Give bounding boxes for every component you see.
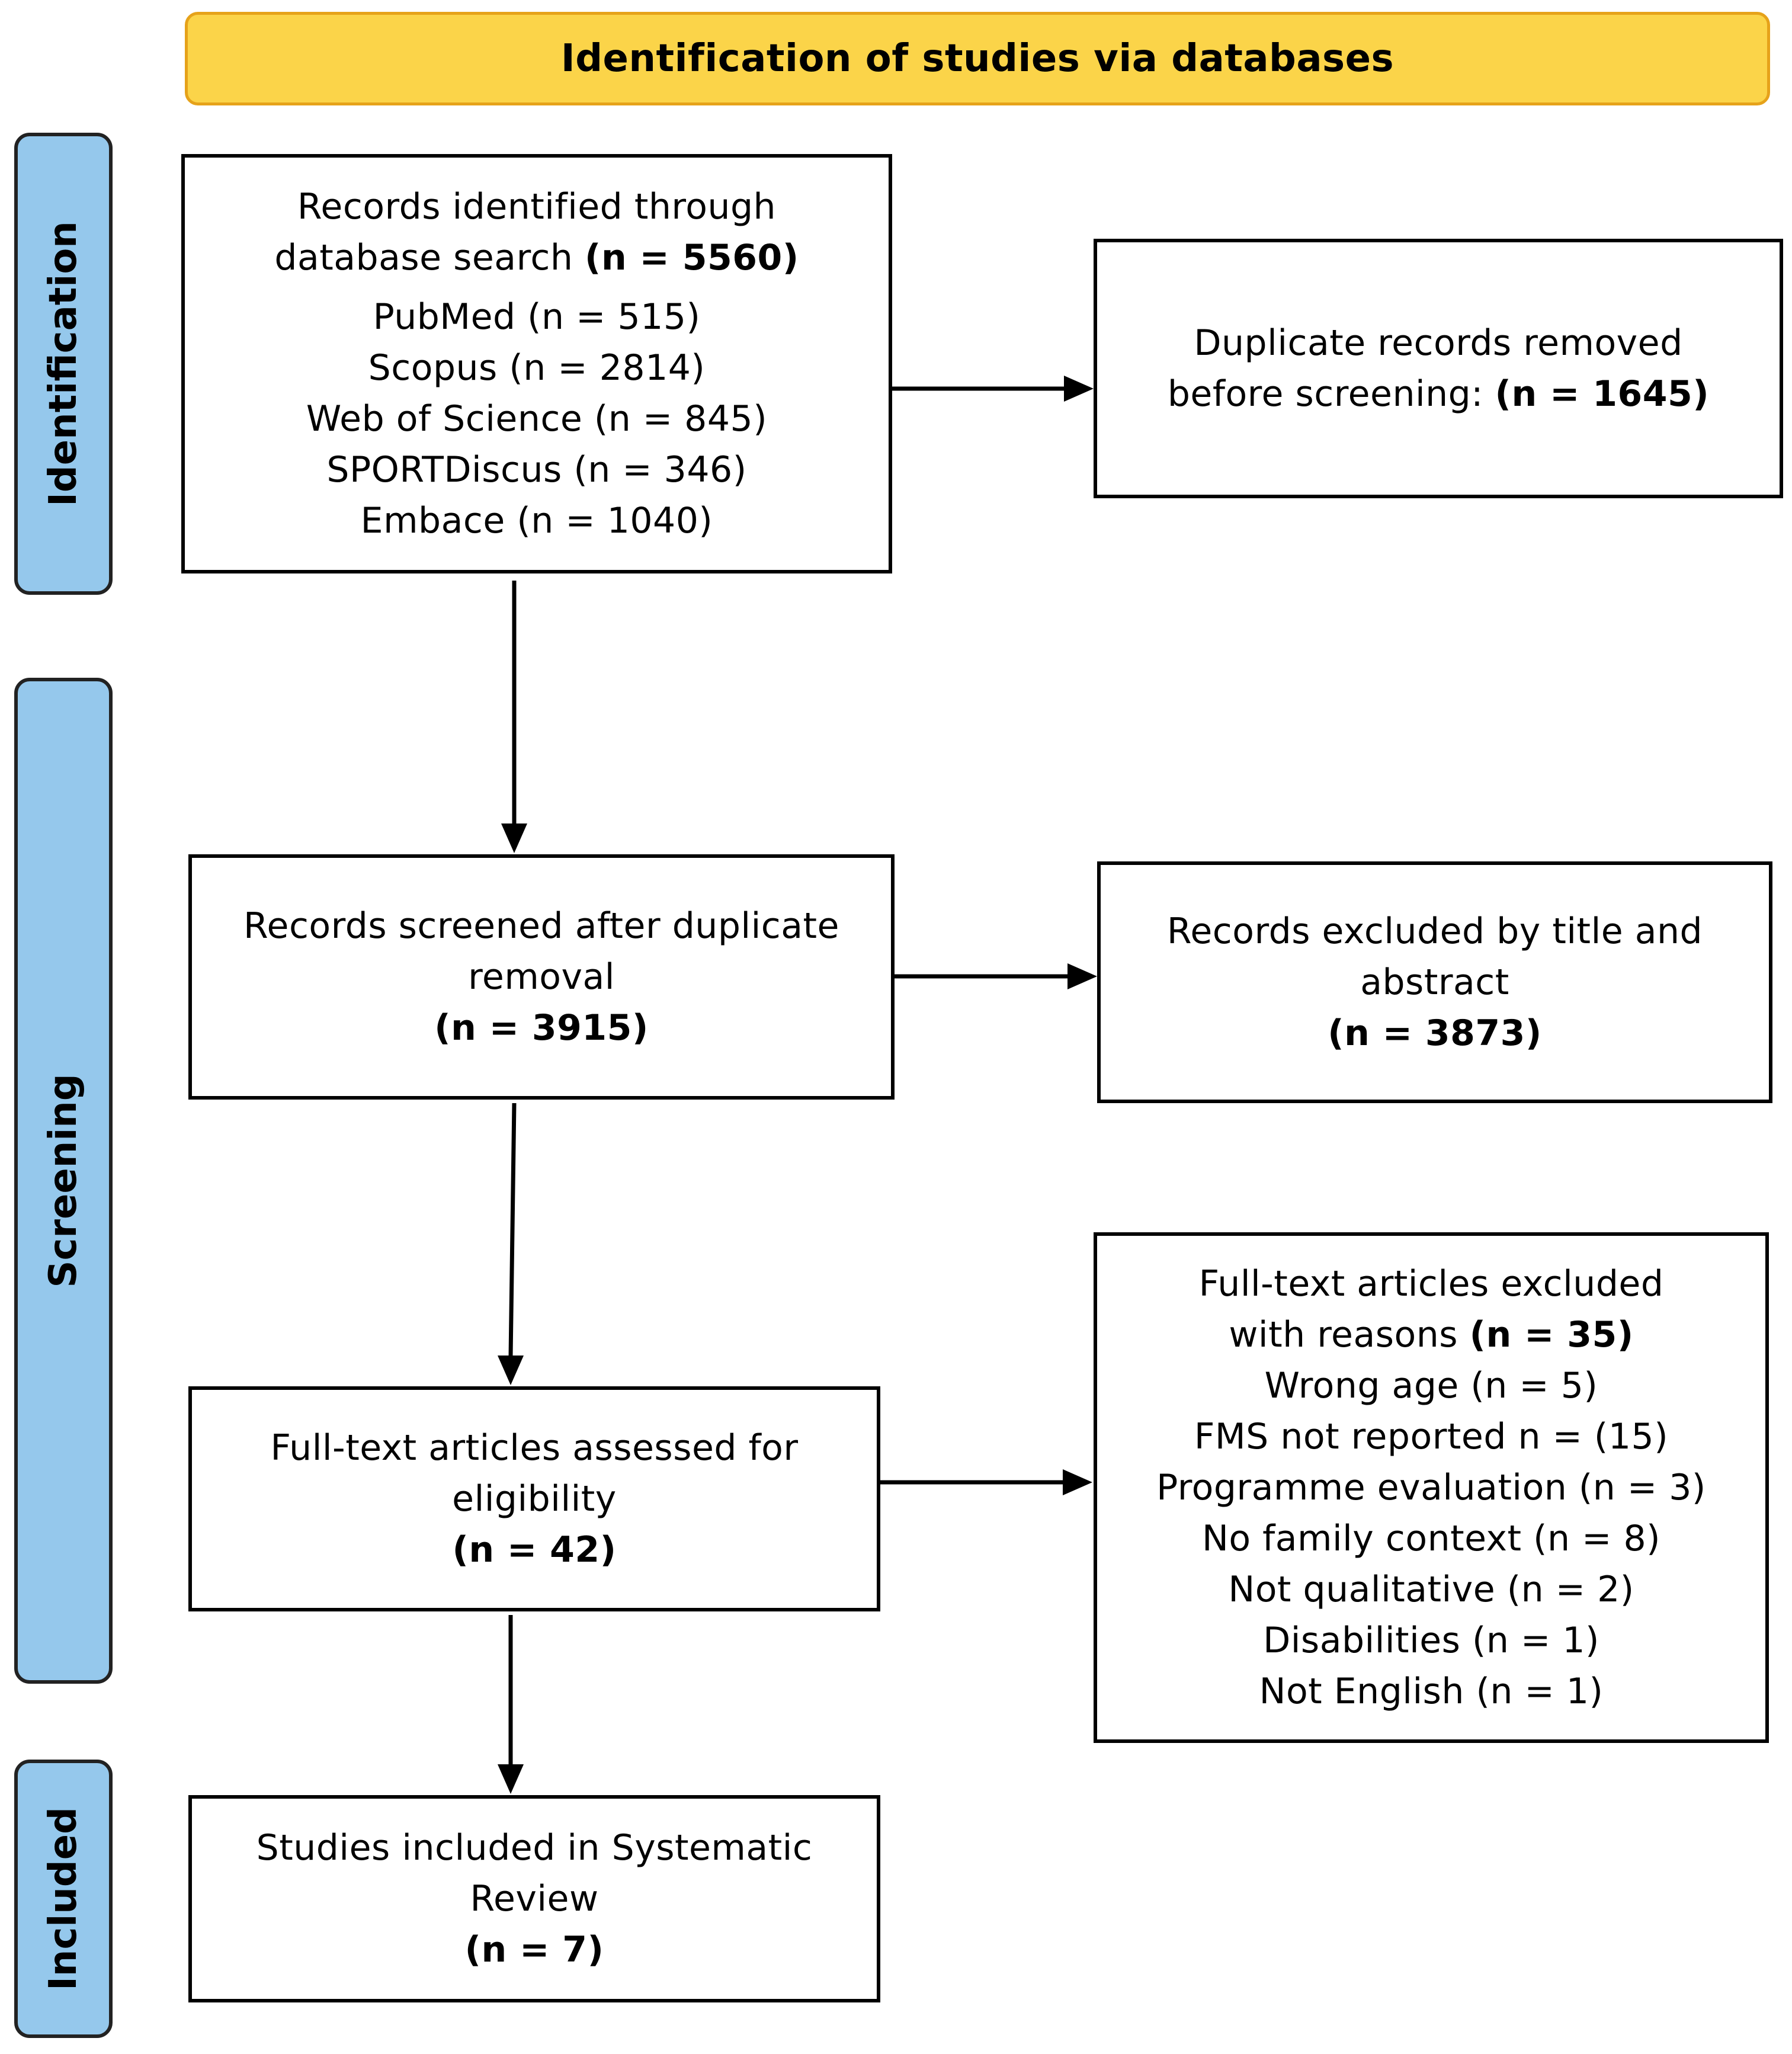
fulltext-excluded-line-1: Full-text articles excluded bbox=[1198, 1263, 1664, 1305]
arrowhead-assessed bbox=[498, 1356, 524, 1385]
records-identified-text: database search bbox=[274, 237, 573, 278]
reason-no-family-context: No family context (n = 8) bbox=[1201, 1518, 1661, 1559]
arrowhead-included bbox=[498, 1764, 524, 1794]
assessed-line-2: eligibility bbox=[452, 1478, 617, 1520]
phase-included: Included bbox=[14, 1760, 113, 2038]
assessed-count: (n = 42) bbox=[452, 1529, 617, 1571]
fulltext-excluded-count: (n = 35) bbox=[1469, 1314, 1634, 1356]
reason-fms-not-reported: FMS not reported n = (15) bbox=[1194, 1416, 1669, 1457]
assessed-line-1: Full-text articles assessed for bbox=[270, 1427, 799, 1469]
fulltext-excluded-line-2: with reasons (n = 35) bbox=[1229, 1309, 1633, 1360]
screened-line-1: Records screened after duplicate bbox=[243, 905, 839, 947]
source-sportdiscus: SPORTDiscus (n = 346) bbox=[326, 449, 747, 491]
records-screened-box: Records screened after duplicate removal… bbox=[188, 854, 895, 1100]
duplicates-removed-box: Duplicate records removed before screeni… bbox=[1094, 239, 1783, 498]
source-embace: Embace (n = 1040) bbox=[360, 500, 713, 541]
duplicates-count: (n = 1645) bbox=[1495, 373, 1710, 415]
fulltext-excluded-box: Full-text articles excluded with reasons… bbox=[1094, 1232, 1769, 1743]
banner-title: Identification of studies via databases bbox=[560, 37, 1395, 81]
screened-count-line: (n = 3915) bbox=[434, 1002, 649, 1053]
source-web-of-science: Web of Science (n = 845) bbox=[306, 398, 768, 440]
source-scopus: Scopus (n = 2814) bbox=[368, 347, 706, 389]
screened-line-2: removal bbox=[468, 956, 615, 998]
identification-banner: Identification of studies via databases bbox=[185, 12, 1770, 105]
arrow-screened-to-assessed bbox=[508, 1103, 517, 1357]
reason-programme-evaluation: Programme evaluation (n = 3) bbox=[1156, 1467, 1706, 1508]
assessed-count-line: (n = 42) bbox=[452, 1524, 616, 1575]
phase-screening: Screening bbox=[14, 678, 113, 1684]
arrowhead-duplicates bbox=[1064, 376, 1094, 402]
records-identified-line-1: Records identified through bbox=[297, 186, 777, 227]
screened-count: (n = 3915) bbox=[434, 1007, 649, 1049]
records-identified-line-2: database search (n = 5560) bbox=[274, 232, 799, 283]
included-line-2: Review bbox=[470, 1878, 599, 1920]
reason-disabilities: Disabilities (n = 1) bbox=[1263, 1620, 1599, 1661]
excluded-title-count: (n = 3873) bbox=[1328, 1012, 1542, 1054]
records-identified-count: (n = 5560) bbox=[585, 237, 799, 278]
reason-not-english: Not English (n = 1) bbox=[1259, 1671, 1604, 1712]
arrowhead-fulltext-excluded bbox=[1063, 1469, 1092, 1495]
excluded-title-line-2: abstract bbox=[1360, 962, 1509, 1003]
source-pubmed: PubMed (n = 515) bbox=[373, 296, 701, 338]
included-count-line: (n = 7) bbox=[465, 1924, 604, 1975]
records-identified-box: Records identified through database sear… bbox=[181, 154, 892, 573]
phase-identification: Identification bbox=[14, 133, 113, 595]
excluded-title-line-1: Records excluded by title and bbox=[1166, 911, 1703, 952]
fulltext-assessed-box: Full-text articles assessed for eligibil… bbox=[188, 1386, 880, 1611]
fulltext-excluded-text: with reasons bbox=[1229, 1314, 1458, 1356]
arrowhead-excluded bbox=[1067, 963, 1097, 989]
duplicates-line-1: Duplicate records removed bbox=[1194, 322, 1683, 364]
included-line-1: Studies included in Systematic bbox=[256, 1827, 813, 1869]
records-excluded-box: Records excluded by title and abstract (… bbox=[1097, 861, 1772, 1103]
studies-included-box: Studies included in Systematic Review (n… bbox=[188, 1795, 880, 2002]
reason-not-qualitative: Not qualitative (n = 2) bbox=[1228, 1569, 1634, 1610]
included-count: (n = 7) bbox=[464, 1929, 604, 1970]
duplicates-text: before screening: bbox=[1167, 373, 1483, 415]
duplicates-line-2: before screening: (n = 1645) bbox=[1168, 368, 1709, 419]
arrowhead-screened bbox=[501, 823, 527, 853]
excluded-title-count-line: (n = 3873) bbox=[1328, 1008, 1542, 1059]
reason-wrong-age: Wrong age (n = 5) bbox=[1264, 1365, 1598, 1406]
